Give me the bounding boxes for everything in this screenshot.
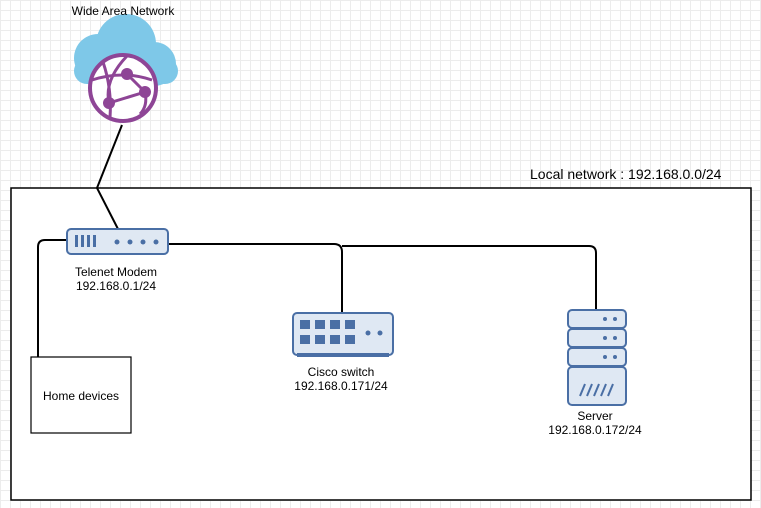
modem-server-link (342, 245, 597, 310)
modem-home-link (37, 239, 66, 357)
local-network-label: Local network : 192.168.0.0/24 (530, 166, 722, 182)
modem-name: Telenet Modem (74, 265, 158, 279)
modem-switch-link (168, 243, 343, 313)
globe-icon (88, 53, 158, 123)
server-ip: 192.168.0.172/24 (548, 423, 642, 437)
wan-modem-link (95, 124, 123, 230)
switch-icon (292, 312, 394, 357)
switch-name: Cisco switch (307, 365, 375, 379)
switch-ip: 192.168.0.171/24 (294, 379, 388, 393)
home-devices-label: Home devices (42, 389, 120, 403)
connection-lines (37, 124, 597, 357)
modem-ip: 192.168.0.1/24 (75, 279, 157, 293)
wan-label: Wide Area Network (71, 4, 175, 18)
modem-icon (66, 228, 169, 255)
server-icon (567, 309, 627, 406)
server-name: Server (577, 409, 613, 423)
home-devices-box (30, 356, 132, 434)
